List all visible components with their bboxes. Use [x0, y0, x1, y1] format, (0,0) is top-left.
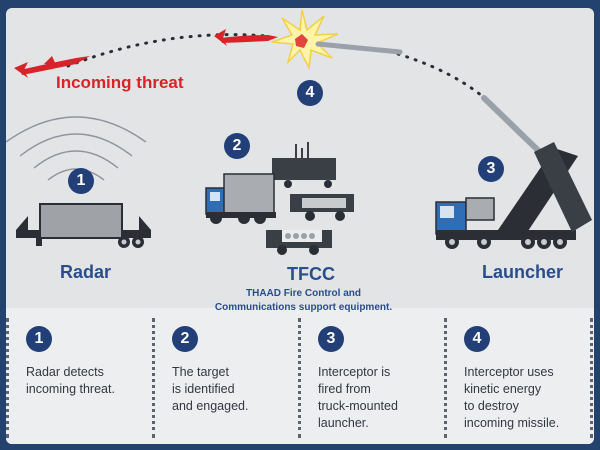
launcher-label: Launcher: [482, 262, 564, 282]
radar-label: Radar: [60, 262, 112, 282]
launched-interceptor-icon: [481, 95, 549, 161]
diagram-illustration: [6, 9, 592, 255]
step-3-badge: 3: [318, 326, 344, 352]
threat-label: Incoming threat: [56, 73, 184, 92]
step-2-badge: 2: [172, 326, 198, 352]
stage-4-badge: 4: [297, 80, 323, 106]
stage-2-badge: 2: [224, 133, 250, 159]
tfcc-trailer-icon: [290, 194, 354, 221]
radar-icon: [16, 203, 151, 248]
tfcc-description: THAAD Fire Control and Communications su…: [214, 288, 393, 313]
stage-1-badge: 1: [68, 168, 94, 194]
incoming-missile-icon: [14, 56, 90, 78]
tfcc-command-truck-icon: [205, 173, 276, 224]
step-1-badge: 1: [26, 326, 52, 352]
tfcc-antenna-shelter-icon: [272, 142, 336, 188]
tfcc-generator-trailer-icon: [266, 230, 332, 255]
incoming-missile-icon: [214, 29, 278, 46]
step-4-badge: 4: [464, 326, 490, 352]
step-divider: [444, 318, 447, 438]
tfcc-label: TFCC: [287, 264, 335, 284]
explosion-icon: [271, 9, 339, 71]
step-divider: [590, 318, 593, 438]
step-divider: [6, 318, 9, 438]
step-divider: [298, 318, 301, 438]
diagram-panel: Incoming threat 1 2 3 4 Radar TFCC Launc…: [6, 8, 594, 444]
launcher-truck-icon: [435, 142, 592, 249]
interceptor-trajectory: [396, 52, 513, 128]
stage-3-badge: 3: [478, 156, 504, 182]
interceptor-missile-icon: [315, 41, 403, 55]
step-divider: [152, 318, 155, 438]
